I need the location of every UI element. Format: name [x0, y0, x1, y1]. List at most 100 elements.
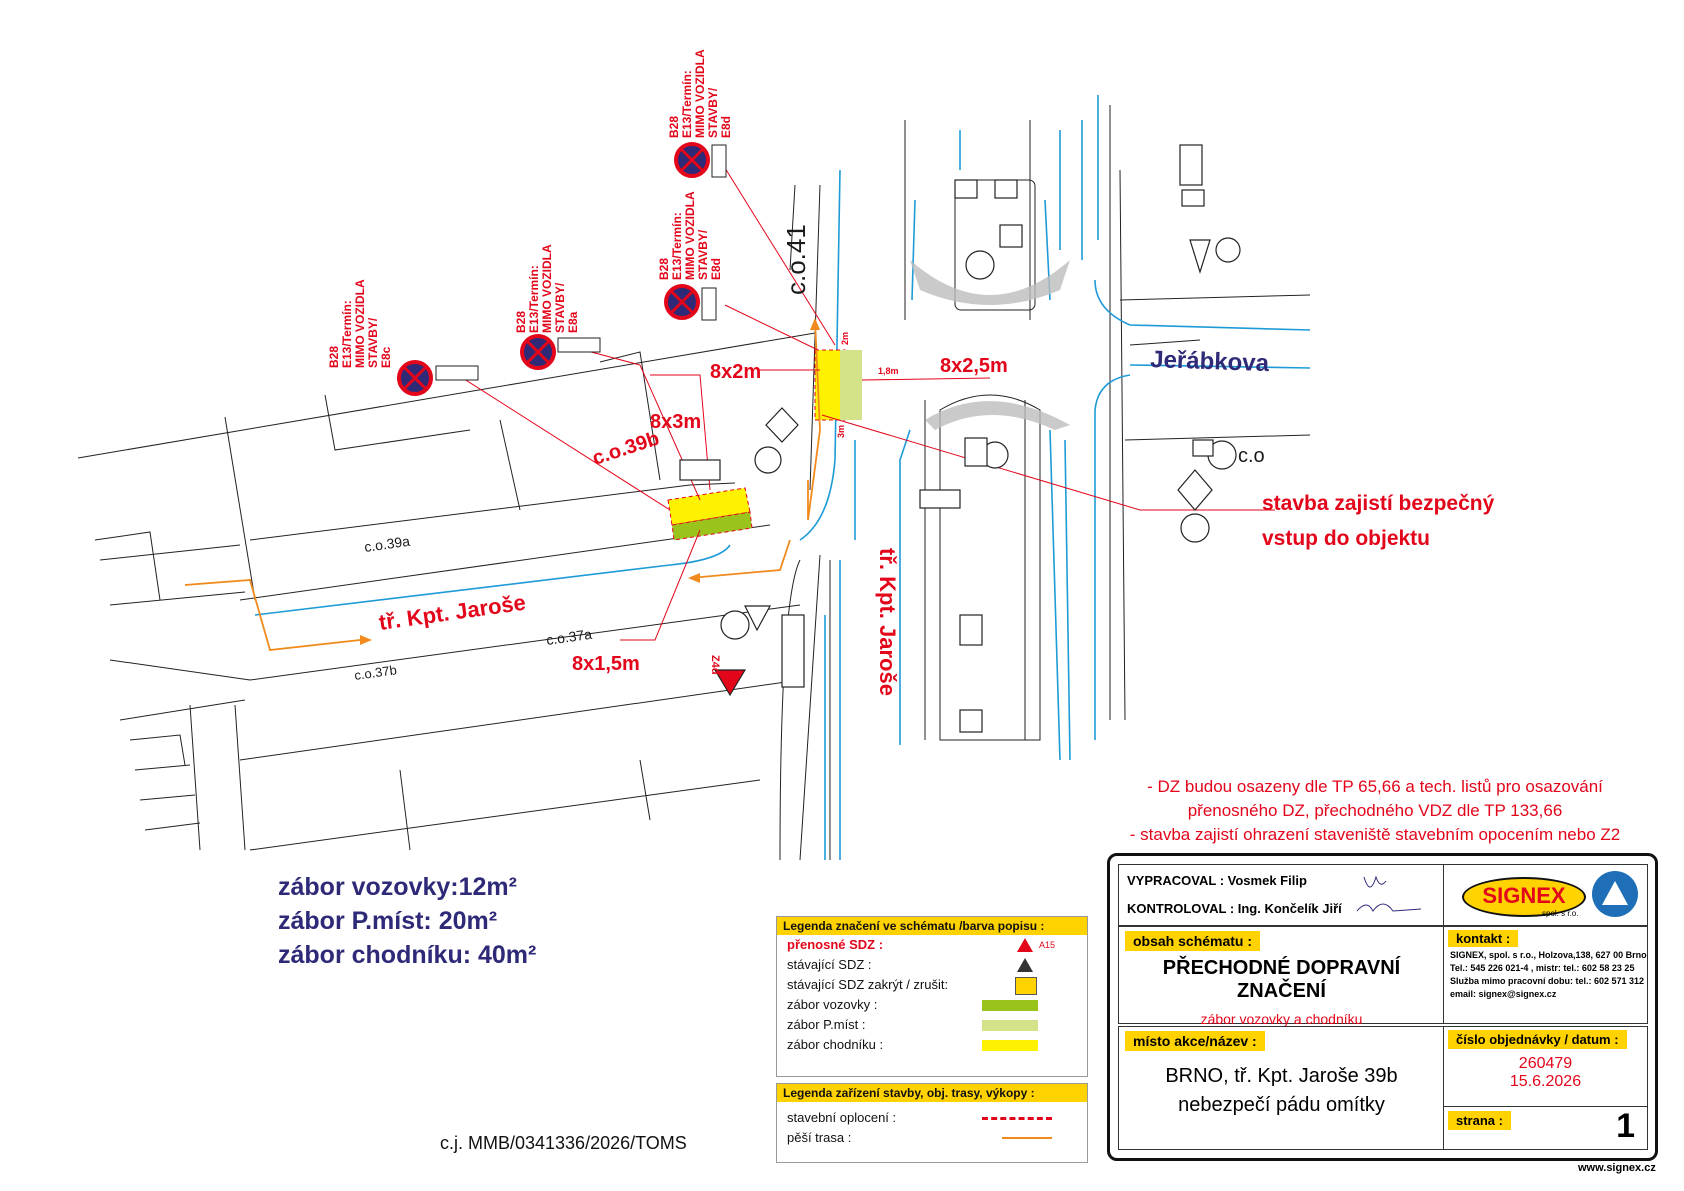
svg-text:B28: B28 — [514, 311, 528, 333]
note-line-3: - stavba zajistí ohrazení staveniště sta… — [1129, 825, 1621, 844]
kontroloval-value: : Ing. Končelík Jiří — [1229, 901, 1342, 916]
note-line-1: - DZ budou osazeny dle TP 65,66 a tech. … — [1147, 777, 1603, 796]
svg-text:MIMO VOZIDLA: MIMO VOZIDLA — [540, 244, 554, 333]
svg-text:E13/Termín:: E13/Termín: — [670, 212, 684, 280]
reference-number: c.j. MMB/0341336/2026/TOMS — [440, 1133, 687, 1153]
kontakt-label: kontakt : — [1448, 930, 1519, 947]
cislo-label: číslo objednávky / datum : — [1448, 1030, 1627, 1049]
legend-site: Legenda zařízení stavby, obj. trasy, výk… — [776, 1083, 1088, 1163]
occupation-zones — [667, 349, 862, 541]
address-c-o-37a: c.o.37a — [545, 626, 593, 648]
pedestrian-route — [184, 319, 821, 651]
street-kpt-jarose-vertical: tř. Kpt. Jaroše — [875, 548, 900, 696]
stat-vozovka: zábor vozovky:12m² — [278, 873, 517, 901]
order-box: číslo objednávky / datum : 260479 15.6.2… — [1443, 1026, 1648, 1108]
callout-line1: stavba zajistí bezpečný — [1262, 492, 1495, 515]
sign-e8d-top — [674, 142, 727, 178]
legend-item-p-mist: zábor P.míst : — [777, 1015, 1087, 1035]
obsah-label: obsah schématu : — [1125, 931, 1261, 951]
svg-text:B28: B28 — [667, 116, 681, 138]
legend-item-portable: přenosné SDZ : A15 — [777, 935, 1087, 955]
sign-caption-e8d-mid: B28 E13/Termín: MIMO VOZIDLA STAVBY/ E8d — [657, 191, 723, 280]
svg-text:E8a: E8a — [566, 311, 580, 333]
existing-sign-icon — [1017, 958, 1033, 972]
sign-e8d-mid — [664, 284, 717, 321]
address-c-o-39b: c.o.39b — [590, 428, 662, 470]
svg-text:STAVBY/: STAVBY/ — [706, 87, 720, 138]
logo-box: SIGNEX spol. s r.o. — [1443, 864, 1648, 926]
callout-line2: vstup do objektu — [1262, 527, 1430, 550]
legend-item-existing: stávající SDZ : — [777, 955, 1087, 975]
svg-text:E8d: E8d — [709, 258, 723, 280]
note-line-2: přenosného DZ, přechodného VDZ dle TP 13… — [1187, 801, 1563, 820]
zone-parking-c-o-41 — [840, 350, 862, 420]
kontakt-line-4: email: signex@signex.cz — [1450, 989, 1557, 999]
address-c-o: c.o — [1238, 445, 1265, 467]
street-kpt-jarose-horizontal: tř. Kpt. Jaroše — [377, 590, 527, 635]
title-block: VYPRACOVAL : Vosmek Filip KONTROLOVAL : … — [1107, 853, 1658, 1161]
street-jerabkova: Jeřábkova — [1150, 346, 1270, 377]
svg-text:STAVBY/: STAVBY/ — [366, 317, 380, 368]
legend-item-fence: stavební oplocení : — [777, 1108, 1087, 1128]
legend-item-cover: stávající SDZ zakrýt / zrušit: — [777, 975, 1087, 995]
swatch-chodnik — [982, 1040, 1038, 1051]
page-number: 1 — [1616, 1107, 1635, 1145]
legend-marking: Legenda značení ve schématu /barva popis… — [776, 916, 1088, 1077]
obsah-title: PŘECHODNÉ DOPRAVNÍ ZNAČENÍ — [1162, 957, 1401, 1002]
strana-label: strana : — [1448, 1111, 1511, 1130]
kontakt-line-1: SIGNEX, spol. s r.o., Holzova,138, 627 0… — [1450, 950, 1647, 960]
signex-logo: SIGNEX — [1462, 877, 1586, 917]
sign-caption-z4d: Z4d — [709, 655, 721, 675]
content-box: obsah schématu : PŘECHODNÉ DOPRAVNÍ ZNAČ… — [1118, 926, 1445, 1027]
misto-label: místo akce/název : — [1125, 1031, 1265, 1051]
zone-sidewalk-c-o-39b — [667, 487, 751, 526]
svg-text:B28: B28 — [657, 258, 671, 280]
zone-label-8x2: 8x2m — [710, 361, 761, 383]
svg-text:E13/Termín:: E13/Termín: — [340, 300, 354, 368]
contact-box: kontakt : SIGNEX, spol. s r.o., Holzova,… — [1443, 926, 1648, 1024]
obsah-subtitle: zábor vozovky a chodníku — [1200, 1011, 1363, 1027]
page-box: strana : 1 — [1443, 1106, 1648, 1150]
sign-e8a — [520, 334, 601, 370]
walk-arrow-icon — [1002, 1137, 1052, 1139]
address-c-o-41: c.o.41 — [781, 224, 811, 295]
location-box: místo akce/název : BRNO, tř. Kpt. Jaroše… — [1118, 1026, 1445, 1150]
legend-site-title: Legenda zařízení stavby, obj. trasy, výk… — [777, 1084, 1087, 1102]
legend-marking-title: Legenda značení ve schématu /barva popis… — [777, 917, 1087, 935]
swatch-vozovka — [982, 1000, 1038, 1011]
sign-caption-e8c: B28 E13/Termín: MIMO VOZIDLA STAVBY/ E8c — [327, 279, 393, 368]
fence-line-icon — [982, 1117, 1052, 1120]
general-notes: - DZ budou osazeny dle TP 65,66 a tech. … — [1080, 775, 1670, 847]
portable-sign-icon — [1017, 938, 1033, 952]
cover-sign-icon — [1015, 977, 1037, 995]
address-c-o-39a: c.o.39a — [363, 533, 411, 555]
legend-item-vozovka: zábor vozovky : — [777, 995, 1087, 1015]
grey-traffic-islands — [910, 260, 1070, 430]
stat-p-mist: zábor P.míst: 20m² — [278, 907, 498, 935]
svg-text:STAVBY/: STAVBY/ — [553, 282, 567, 333]
zone-road-c-o-39b — [671, 511, 753, 541]
website: www.signex.cz — [1578, 1162, 1656, 1174]
vypracoval-value: : Vosmek Filip — [1219, 873, 1307, 888]
sign-caption-e8d-top: B28 E13/Termín: MIMO VOZIDLA STAVBY/ E8d — [667, 49, 733, 138]
portable-sign-code: A15 — [1039, 940, 1056, 950]
svg-text:STAVBY/: STAVBY/ — [696, 229, 710, 280]
dim-2m: 2m — [840, 332, 850, 345]
dim-1-8m: 1,8m — [878, 366, 899, 376]
zone-label-8x2-5: 8x2,5m — [940, 355, 1008, 377]
kontakt-line-3: Služba mimo pracovní dobu: tel.: 602 571… — [1450, 976, 1645, 986]
swatch-p-mist — [982, 1020, 1038, 1031]
walk-arrowheads — [360, 318, 820, 645]
certification-triangle-icon — [1602, 881, 1628, 905]
signatures — [1356, 875, 1422, 912]
vypracoval-label: VYPRACOVAL — [1127, 873, 1217, 888]
curb-lines — [254, 95, 1311, 860]
misto-line-1: BRNO, tř. Kpt. Jaroše 39b — [1165, 1065, 1398, 1087]
leader-lines — [449, 167, 1275, 641]
svg-text:E8c: E8c — [379, 346, 393, 368]
occupation-stats: zábor vozovky:12m² zábor P.míst: 20m² zá… — [278, 870, 536, 972]
existing-signs — [679, 144, 1241, 733]
svg-text:E13/Termín:: E13/Termín: — [680, 70, 694, 138]
svg-text:MIMO VOZIDLA: MIMO VOZIDLA — [353, 279, 367, 368]
